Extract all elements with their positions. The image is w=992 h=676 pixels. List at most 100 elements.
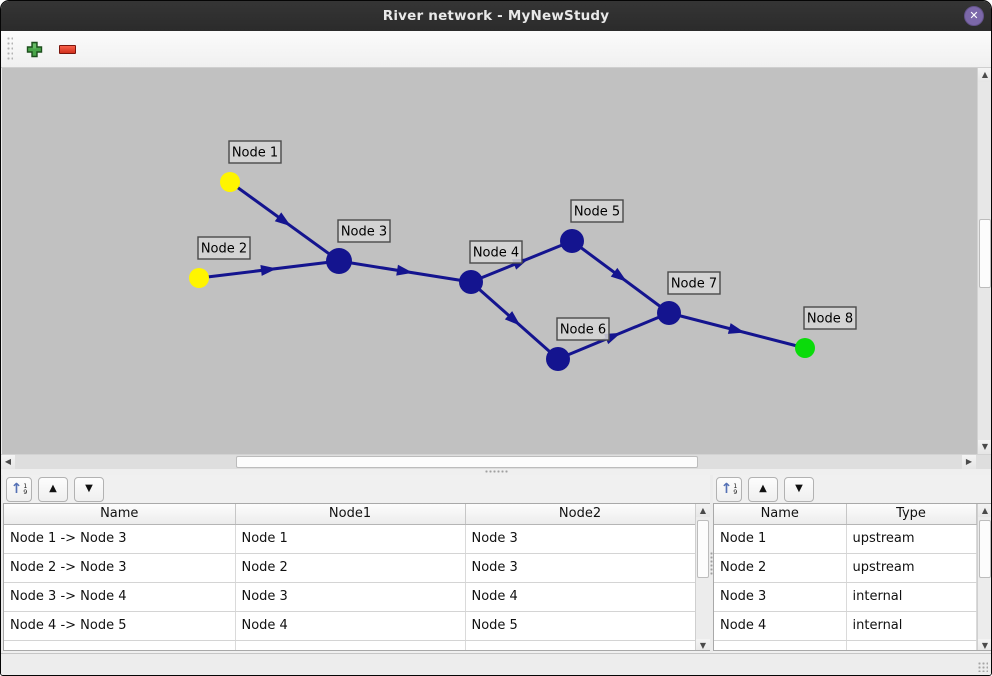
column-header[interactable]: Type	[846, 504, 977, 525]
table-cell[interactable]: internal	[846, 582, 977, 612]
vscroll-thumb[interactable]	[979, 219, 991, 288]
table-cell[interactable]: Node 5	[465, 611, 696, 641]
edge-arrow-icon	[260, 265, 277, 276]
table-cell[interactable]: Node 3	[465, 524, 696, 554]
table-cell[interactable]: Node 2	[235, 553, 466, 583]
table-cell[interactable]: internal	[846, 611, 977, 641]
table-cell[interactable]	[235, 640, 466, 650]
edge-arrow-icon	[610, 267, 627, 282]
table-cell[interactable]: Node 2	[714, 553, 847, 583]
scroll-up-button[interactable]: ▲	[978, 68, 991, 82]
column-header[interactable]: Name	[714, 504, 847, 525]
add-node-button[interactable]	[21, 36, 47, 62]
graph-node-node-8[interactable]	[795, 338, 815, 358]
close-button[interactable]: ✕	[964, 6, 984, 26]
table-cell[interactable]	[846, 640, 977, 650]
table-cell[interactable]: Node 2 -> Node 3	[4, 553, 236, 583]
table-cell[interactable]: Node 1	[235, 524, 466, 554]
column-header[interactable]: Node2	[465, 504, 696, 525]
move-up-button[interactable]: ▲	[748, 476, 778, 502]
table-row[interactable]	[4, 640, 696, 650]
graph-node-node-1[interactable]	[220, 172, 240, 192]
table-cell[interactable]: Node 1	[714, 524, 847, 554]
move-down-button[interactable]: ▼	[784, 476, 814, 502]
node-label-box	[803, 306, 857, 330]
table-cell[interactable]: Node 3	[465, 553, 696, 583]
table-cell[interactable]: Node 3 -> Node 4	[4, 582, 236, 612]
node-label-box	[337, 219, 391, 243]
graph-node-node-7[interactable]	[657, 301, 681, 325]
resize-grip-icon[interactable]	[978, 662, 988, 672]
vscroll-thumb[interactable]	[979, 520, 991, 578]
graph-node-node-3[interactable]	[326, 248, 352, 274]
scroll-up-button[interactable]: ▲	[978, 504, 991, 517]
scroll-right-button[interactable]: ▶	[962, 455, 976, 469]
column-header[interactable]: Name	[4, 504, 236, 525]
move-down-button[interactable]: ▼	[74, 476, 104, 502]
move-up-button[interactable]: ▲	[38, 476, 68, 502]
canvas-vscrollbar[interactable]: ▲ ▼	[977, 68, 991, 454]
table-cell[interactable]: Node 4	[465, 582, 696, 612]
horizontal-splitter[interactable]	[1, 469, 991, 475]
vscroll-thumb[interactable]	[697, 520, 709, 578]
panel-splitter[interactable]	[710, 475, 713, 653]
scroll-up-button[interactable]: ▲	[696, 504, 710, 517]
table-cell[interactable]: Node 4	[714, 611, 847, 641]
scroll-down-button[interactable]: ▼	[978, 440, 991, 454]
table-cell[interactable]: Node 3	[235, 582, 466, 612]
column-header[interactable]: Node1	[235, 504, 466, 525]
graph-node-node-6[interactable]	[546, 347, 570, 371]
scroll-left-button[interactable]: ◀	[1, 455, 15, 469]
scroll-down-button[interactable]: ▼	[978, 639, 991, 650]
scroll-down-button[interactable]: ▼	[696, 639, 710, 650]
table-cell[interactable]: Node 4 -> Node 5	[4, 611, 236, 641]
reaches-table-vscrollbar[interactable]: ▲ ▼	[695, 504, 710, 650]
node-label: Node 2	[201, 242, 247, 257]
table-cell[interactable]	[465, 640, 696, 650]
up-arrow-icon: ▲	[699, 505, 707, 515]
up-arrow-icon: ▲	[981, 70, 989, 79]
table-cell[interactable]	[4, 640, 236, 650]
down-triangle-icon: ▼	[795, 483, 803, 494]
add-plus-icon	[26, 41, 42, 57]
hscroll-thumb[interactable]	[236, 456, 698, 468]
up-triangle-icon: ▲	[49, 483, 57, 494]
table-cell[interactable]: Node 3	[714, 582, 847, 612]
remove-node-button[interactable]	[54, 36, 80, 62]
graph-node-node-4[interactable]	[459, 270, 483, 294]
left-arrow-icon: ◀	[4, 457, 12, 466]
splitter-grip-icon	[710, 552, 713, 576]
table-cell[interactable]: Node 1 -> Node 3	[4, 524, 236, 554]
title-bar[interactable]: River network - MyNewStudy ✕	[1, 1, 991, 31]
table-cell[interactable]: Node 4	[235, 611, 466, 641]
node-label: Node 6	[560, 323, 606, 338]
table-row[interactable]	[714, 640, 977, 650]
table-cell[interactable]: upstream	[846, 524, 977, 554]
graph-node-node-2[interactable]	[189, 268, 209, 288]
graph-node-node-5[interactable]	[560, 229, 584, 253]
toolbar-drag-handle[interactable]	[7, 37, 13, 61]
down-arrow-icon: ▼	[981, 442, 989, 451]
table-cell[interactable]	[714, 640, 847, 650]
table-cell[interactable]: upstream	[846, 553, 977, 583]
edge-arrow-icon	[504, 311, 521, 326]
canvas-hscrollbar[interactable]: ◀ ▶	[1, 454, 991, 469]
nodes-table-vscrollbar[interactable]: ▲ ▼	[977, 504, 991, 650]
